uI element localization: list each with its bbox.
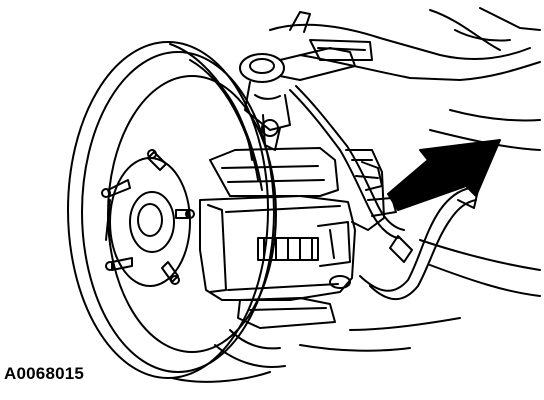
figure-code-label: A0068015	[4, 364, 85, 383]
wheel-stud	[101, 149, 195, 285]
wheel-hub	[105, 157, 191, 287]
abs-sensor-wire	[289, 85, 405, 239]
brake-caliper	[199, 149, 385, 301]
pointer-arrow	[387, 139, 501, 211]
brake-hose	[359, 181, 479, 301]
